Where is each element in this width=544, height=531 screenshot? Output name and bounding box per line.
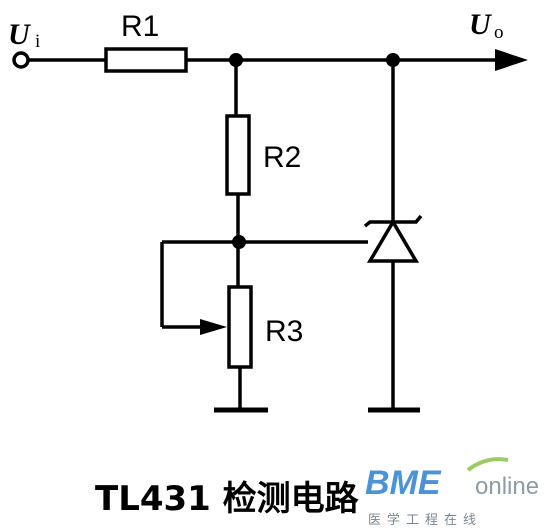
tl431-cathode-bar <box>363 214 423 228</box>
r2-label: R2 <box>263 141 301 174</box>
output-label: U <box>469 8 492 41</box>
watermark-suffix: online <box>475 473 539 500</box>
watermark-logo: BME online 医学工程在线 <box>365 457 539 528</box>
resistor-r2 <box>225 114 251 196</box>
r3-label: R3 <box>265 315 303 348</box>
watermark-brand: BME <box>365 464 442 502</box>
input-label: U <box>8 18 31 51</box>
input-sub-label: i <box>35 31 40 52</box>
input-terminal <box>12 51 30 69</box>
tl431-triangle <box>366 218 420 263</box>
r1-label: R1 <box>121 10 159 43</box>
potentiometer-r3 <box>227 285 253 369</box>
wiper-arrow <box>200 319 227 335</box>
resistor-r1 <box>104 47 188 73</box>
caption: TL431 检测电路 <box>95 479 360 519</box>
output-sub-label: o <box>494 22 504 43</box>
watermark-tagline: 医学工程在线 <box>368 512 482 528</box>
watermark-swoosh-icon <box>466 457 509 472</box>
output-arrow <box>495 49 528 71</box>
